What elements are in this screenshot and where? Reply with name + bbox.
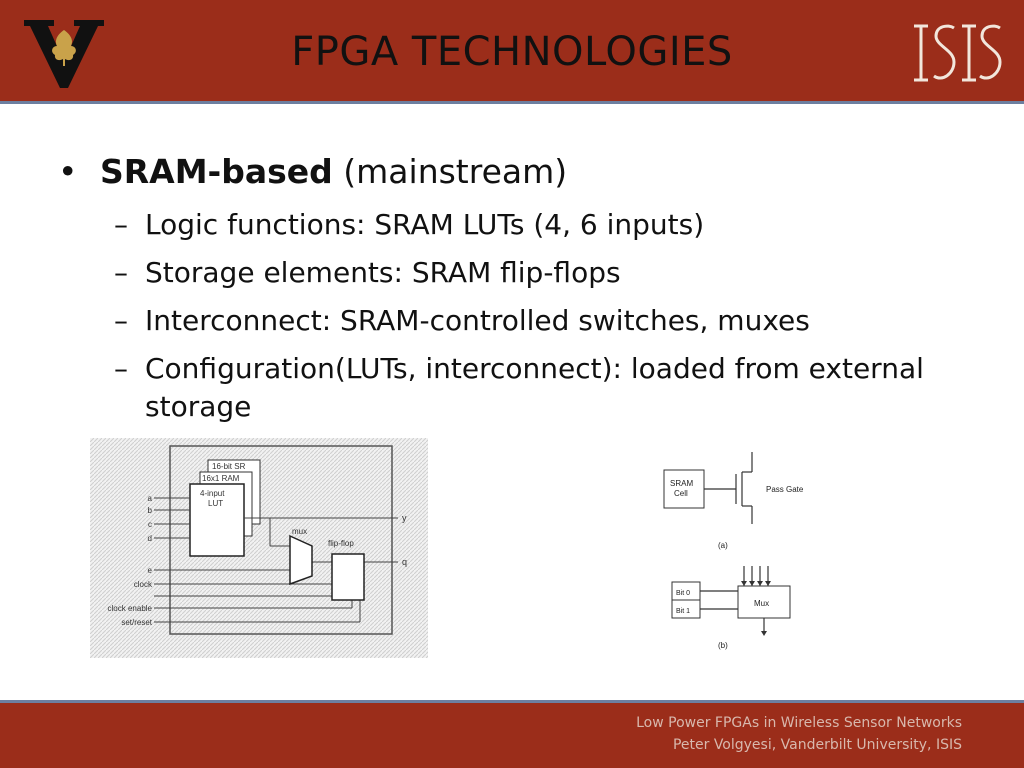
flip-flop-label: flip-flop — [328, 539, 354, 548]
sram-cell-label-2: Cell — [674, 489, 688, 498]
input-a: a — [148, 494, 153, 503]
input-d: d — [148, 534, 152, 543]
mux-box-label: Mux — [754, 599, 769, 608]
caption-b: (b) — [718, 641, 728, 650]
input-b: b — [148, 506, 153, 515]
header-bar: FPGA TECHNOLOGIES — [0, 0, 1024, 104]
bullet-dot: • — [58, 152, 78, 191]
sub-bullet-text: Storage elements: SRAM flip-flops — [145, 256, 621, 289]
input-c: c — [148, 520, 152, 529]
sub-bullet-logic: –Logic functions: SRAM LUTs (4, 6 inputs… — [114, 208, 705, 241]
slide-content: • SRAM-based (mainstream) –Logic functio… — [58, 150, 958, 426]
sub-bullet-storage: –Storage elements: SRAM flip-flops — [114, 256, 621, 289]
bit0-label: Bit 0 — [676, 590, 690, 597]
lut-label-ram: 16x1 RAM — [202, 474, 240, 483]
isis-logo — [914, 24, 1002, 82]
footer-line-2: Peter Volgyesi, Vanderbilt University, I… — [672, 737, 962, 753]
footer-line-1: Low Power FPGAs in Wireless Sensor Netwo… — [636, 715, 962, 731]
output-y: y — [402, 513, 407, 523]
bullet-sram-based: • SRAM-based (mainstream) — [58, 150, 958, 194]
vanderbilt-logo — [24, 20, 104, 88]
input-clock-enable: clock enable — [108, 604, 153, 613]
slide-title: FPGA TECHNOLOGIES — [291, 29, 733, 75]
sram-pass-gate-mux-diagram: SRAM Cell Pass Gate (a) Bit 0 Bit 1 Mux … — [663, 452, 804, 650]
bullet-bold-text: SRAM-based — [100, 152, 333, 191]
output-q: q — [402, 557, 407, 567]
input-e: e — [148, 566, 153, 575]
sub-bullet-text: Interconnect: SRAM-controlled switches, … — [145, 304, 810, 337]
footer-bar: Low Power FPGAs in Wireless Sensor Netwo… — [0, 700, 1024, 768]
lut-label-sr: 16-bit SR — [212, 462, 246, 471]
sub-bullet-interconnect: –Interconnect: SRAM-controlled switches,… — [114, 304, 810, 337]
input-clock: clock — [134, 580, 153, 589]
lut-label-lut: LUT — [208, 499, 223, 508]
mux-label: mux — [292, 527, 307, 536]
fpga-logic-block-diagram: 16-bit SR 16x1 RAM 4-input LUT mux flip-… — [90, 438, 428, 658]
sub-bullet-text: Configuration(LUTs, interconnect): loade… — [145, 352, 924, 423]
caption-a: (a) — [718, 541, 728, 550]
sub-bullet-text: Logic functions: SRAM LUTs (4, 6 inputs) — [145, 208, 705, 241]
lut-label-4input: 4-input — [200, 489, 225, 498]
input-set-reset: set/reset — [121, 618, 152, 627]
sram-cell-label-1: SRAM — [670, 479, 693, 488]
pass-gate-label: Pass Gate — [766, 485, 804, 494]
sub-bullet-configuration: –Configuration(LUTs, interconnect): load… — [114, 352, 924, 423]
bullet-rest-text: (mainstream) — [332, 152, 568, 191]
bit1-label: Bit 1 — [676, 608, 690, 615]
